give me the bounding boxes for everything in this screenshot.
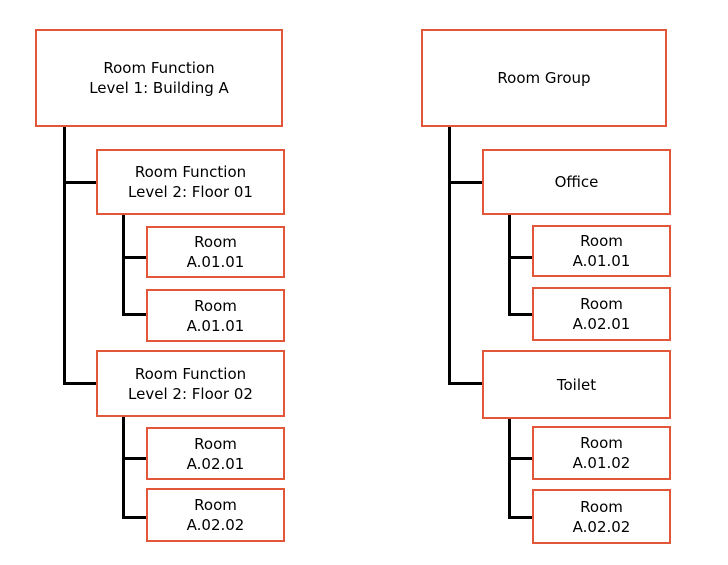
node-label-line: A.01.01 [186, 253, 245, 271]
node-room-a0202-floor02: Room A.02.02 [146, 488, 285, 542]
node-label-line: A.01.01 [186, 316, 245, 335]
node-label-line: Room [580, 497, 623, 516]
connector-horizontal-toilet-room1 [508, 457, 532, 460]
node-label-line: Room [194, 496, 237, 514]
connector-horizontal-floor02-room2 [122, 516, 146, 519]
connector-horizontal-office [448, 181, 482, 184]
node-label-line: Room [580, 295, 623, 313]
node-room-a0101-floor01-second: Room A.01.01 [146, 289, 285, 342]
node-label-line: Office [554, 173, 599, 191]
node-label-line: Room [194, 296, 237, 315]
connector-vertical-office [508, 215, 511, 316]
connector-horizontal-office-room1 [508, 256, 532, 259]
node-label-line: A.02.02 [186, 516, 245, 534]
connector-horizontal-office-room2 [508, 313, 532, 316]
node-label-line: A.02.01 [186, 454, 245, 473]
connector-horizontal-floor01-room1 [122, 256, 146, 259]
node-label-line: Room [580, 232, 623, 250]
connector-horizontal-toilet-room2 [508, 516, 532, 519]
node-room-function-level2-floor-01: Room Function Level 2: Floor 01 [96, 149, 285, 215]
node-label-line: Room Function [103, 59, 215, 77]
node-label-line: A.02.02 [572, 517, 631, 536]
node-label-line: Toilet [556, 375, 597, 394]
node-room-a0101-office: Room A.01.01 [532, 225, 671, 277]
node-label-line: A.02.01 [572, 315, 631, 333]
node-label-line: Room [194, 233, 237, 251]
node-room-function-level2-floor-02: Room Function Level 2: Floor 02 [96, 350, 285, 417]
node-label-line: A.01.02 [572, 454, 631, 472]
node-room-a0201-office: Room A.02.01 [532, 287, 671, 341]
connector-horizontal-floor01 [63, 181, 96, 184]
connector-horizontal-floor02 [63, 382, 96, 385]
node-label-line: Level 2: Floor 01 [128, 183, 253, 201]
node-room-function-level1-building-a: Room Function Level 1: Building A [35, 29, 283, 127]
node-label-line: Level 2: Floor 02 [128, 384, 253, 403]
node-label-line: A.01.01 [572, 252, 631, 270]
connector-horizontal-toilet [448, 382, 482, 385]
node-room-group: Room Group [421, 29, 667, 127]
node-label-line: Level 1: Building A [89, 79, 229, 97]
node-room-a0202-toilet: Room A.02.02 [532, 489, 671, 544]
connector-vertical-toilet [508, 419, 511, 519]
node-label-line: Room Function [134, 163, 247, 181]
node-room-a0201-floor02: Room A.02.01 [146, 427, 285, 480]
connector-vertical-floor01 [122, 215, 125, 316]
node-room-a0101-floor01-first: Room A.01.01 [146, 226, 285, 278]
node-toilet: Toilet [482, 350, 671, 419]
node-label-line: Room [194, 434, 237, 453]
node-room-a0102-toilet: Room A.01.02 [532, 426, 671, 480]
node-label-line: Room [580, 434, 623, 452]
connector-vertical-floor02 [122, 417, 125, 519]
connector-vertical-root-right [448, 127, 451, 385]
connector-horizontal-floor02-room1 [122, 457, 146, 460]
node-office: Office [482, 149, 671, 215]
connector-horizontal-floor01-room2 [122, 313, 146, 316]
connector-vertical-root-left [63, 127, 66, 385]
node-label-line: Room Group [497, 69, 591, 87]
node-label-line: Room Function [134, 364, 247, 383]
